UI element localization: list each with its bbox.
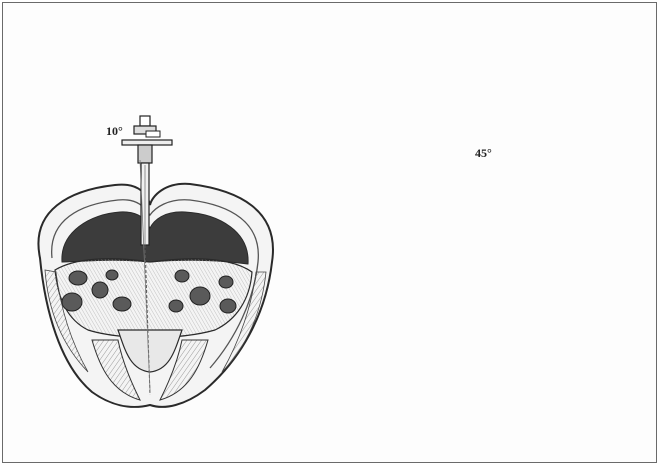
bowel-loops bbox=[55, 259, 252, 338]
angle-label-left: 10° bbox=[106, 124, 123, 139]
axial-section-illustration bbox=[38, 116, 273, 407]
angle-label-right: 45° bbox=[475, 146, 492, 161]
